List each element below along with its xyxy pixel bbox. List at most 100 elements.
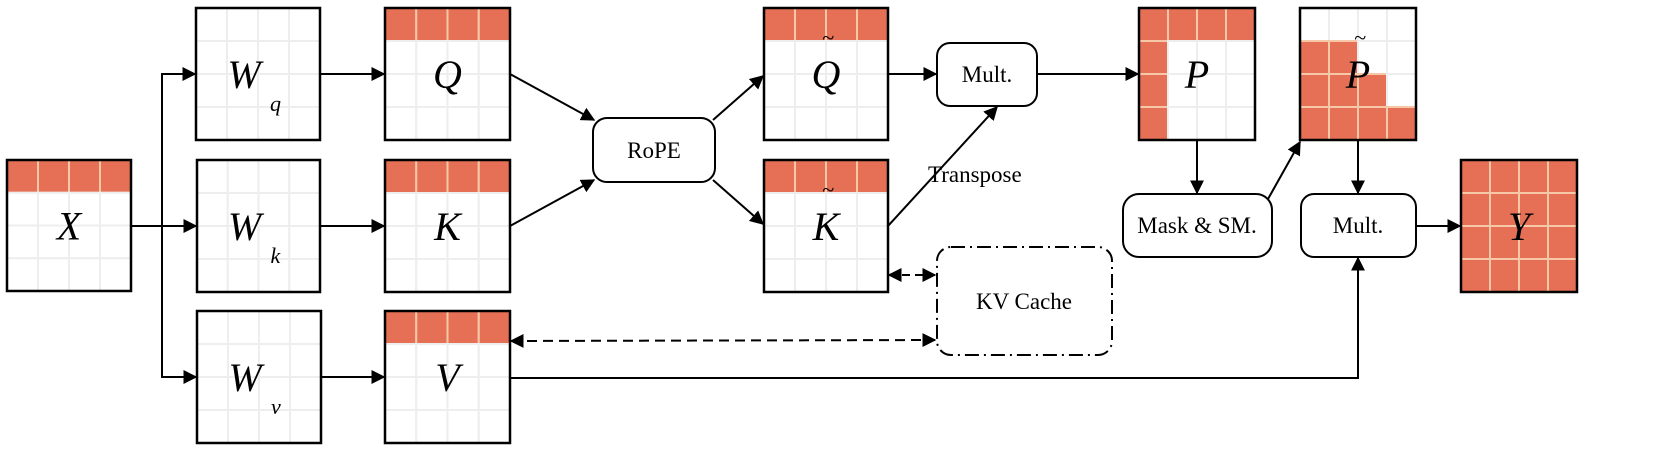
- matrix-cell-empty: [1357, 40, 1388, 75]
- matrix-cell-empty: [384, 40, 418, 75]
- matrix-cell-empty: [825, 192, 858, 227]
- matrix-cell-filled: [1138, 106, 1169, 141]
- matrix-cell-empty: [384, 409, 418, 444]
- matrix-cell-filled: [1489, 192, 1520, 227]
- matrix-cell-empty: [289, 343, 322, 378]
- matrix-cell-empty: [6, 224, 39, 260]
- matrix-cell-filled: [415, 7, 449, 42]
- matrix-label: X: [55, 204, 83, 249]
- matrix-k: K: [383, 158, 512, 294]
- matrix-cell-empty: [258, 343, 291, 378]
- matrix-cell-filled: [1299, 106, 1330, 141]
- matrix-kt: K~: [762, 158, 890, 294]
- matrix-label: K: [433, 204, 463, 249]
- matrix-cell-filled: [1460, 258, 1491, 293]
- rope-label: RoPE: [627, 138, 681, 163]
- matrix-cell-filled: [477, 7, 511, 42]
- matrix-cell-empty: [196, 343, 229, 378]
- matrix-cell-empty: [477, 40, 511, 75]
- matrix-cell-empty: [415, 409, 449, 444]
- edge-mask-to-pt: [1267, 140, 1301, 200]
- matrix-cell-empty: [763, 106, 796, 141]
- tilde-mark: ~: [1354, 25, 1366, 50]
- matrix-cell-filled: [384, 310, 418, 345]
- matrix-cell-empty: [99, 224, 132, 260]
- matrix-cell-filled: [1357, 106, 1388, 141]
- matrix-cell-empty: [446, 409, 480, 444]
- matrix-cell-filled: [1138, 7, 1169, 42]
- edge-x-to-wv: [161, 226, 198, 384]
- matrix-cell-filled: [1138, 73, 1169, 108]
- matrix-cell-empty: [196, 376, 229, 411]
- matrix-cell-filled: [856, 159, 889, 194]
- matrix-cell-empty: [763, 225, 796, 260]
- matrix-cell-empty: [258, 376, 291, 411]
- matrix-qt: Q~: [762, 6, 890, 142]
- matrix-cell-empty: [794, 192, 827, 227]
- matrix-cell-filled: [446, 159, 480, 194]
- matrix-cell-filled: [1299, 73, 1330, 108]
- matrix-cell-empty: [763, 258, 796, 293]
- mask-softmax-label: Mask & SM.: [1137, 213, 1257, 238]
- matrix-cell-empty: [227, 310, 260, 345]
- matrix-cell-empty: [1196, 106, 1227, 141]
- matrix-cell-filled: [1357, 73, 1388, 108]
- matrix-v: V: [383, 309, 512, 445]
- matrix-cell-filled: [1138, 40, 1169, 75]
- matrix-cell-filled: [477, 310, 511, 345]
- matrix-cell-empty: [99, 257, 132, 292]
- matrix-cell-empty: [1299, 7, 1330, 42]
- edge-rope-to-kt: [712, 179, 765, 225]
- mult-box-qk: Mult.: [936, 42, 1038, 107]
- matrix-cell-empty: [1225, 106, 1256, 141]
- matrix-cell-empty: [446, 225, 480, 260]
- matrix-label: P: [1345, 52, 1370, 97]
- edge-kt-to-mult-transpose: [887, 105, 998, 227]
- matrix-cell-empty: [1386, 7, 1417, 42]
- matrix-cell-filled: [415, 159, 449, 194]
- matrix-cell-empty: [477, 343, 511, 378]
- matrix-cell-empty: [288, 258, 321, 293]
- matrix-cell-empty: [1225, 73, 1256, 108]
- mult-label-pv: Mult.: [1333, 213, 1383, 238]
- matrix-label: K: [812, 204, 842, 249]
- matrix-subscript: v: [271, 394, 281, 419]
- matrix-cell-filled: [6, 159, 39, 194]
- tilde-mark: ~: [822, 177, 834, 202]
- matrix-wq: Wq: [194, 6, 322, 142]
- matrix-cell-empty: [384, 258, 418, 293]
- matrix-subscript: k: [271, 243, 282, 268]
- matrix-cell-empty: [257, 7, 290, 42]
- edge-v-kvcache: [509, 333, 937, 348]
- matrix-cell-empty: [288, 40, 321, 75]
- matrix-cell-empty: [37, 257, 70, 292]
- matrix-cell-empty: [289, 376, 322, 411]
- matrix-cell-empty: [226, 7, 259, 42]
- matrix-cell-empty: [477, 106, 511, 141]
- matrix-cell-empty: [856, 40, 889, 75]
- matrix-cell-filled: [856, 7, 889, 42]
- matrix-cell-filled: [1196, 7, 1227, 42]
- matrix-cell-empty: [257, 192, 291, 227]
- mask-softmax-box: Mask & SM.: [1122, 193, 1273, 258]
- matrix-cell-empty: [1386, 40, 1417, 75]
- matrix-cell-empty: [257, 73, 290, 108]
- matrix-cell-empty: [257, 40, 290, 75]
- matrix-cell-empty: [195, 73, 228, 108]
- edges: [131, 67, 1462, 384]
- matrix-cell-filled: [1167, 7, 1198, 42]
- matrix-cell-empty: [825, 106, 858, 141]
- matrix-cell-empty: [477, 258, 511, 293]
- rope-box: RoPE: [592, 117, 716, 183]
- matrix-cell-empty: [384, 106, 418, 141]
- matrix-cell-empty: [477, 73, 511, 108]
- matrix-cell-empty: [99, 191, 132, 227]
- matrix-label: W: [227, 52, 264, 97]
- matrix-cell-empty: [856, 225, 889, 260]
- matrix-cell-empty: [195, 40, 228, 75]
- matrix-cell-empty: [477, 409, 511, 444]
- matrix-label: Q: [812, 52, 841, 97]
- matrix-cell-filled: [384, 7, 418, 42]
- matrix-cell-filled: [1547, 225, 1578, 260]
